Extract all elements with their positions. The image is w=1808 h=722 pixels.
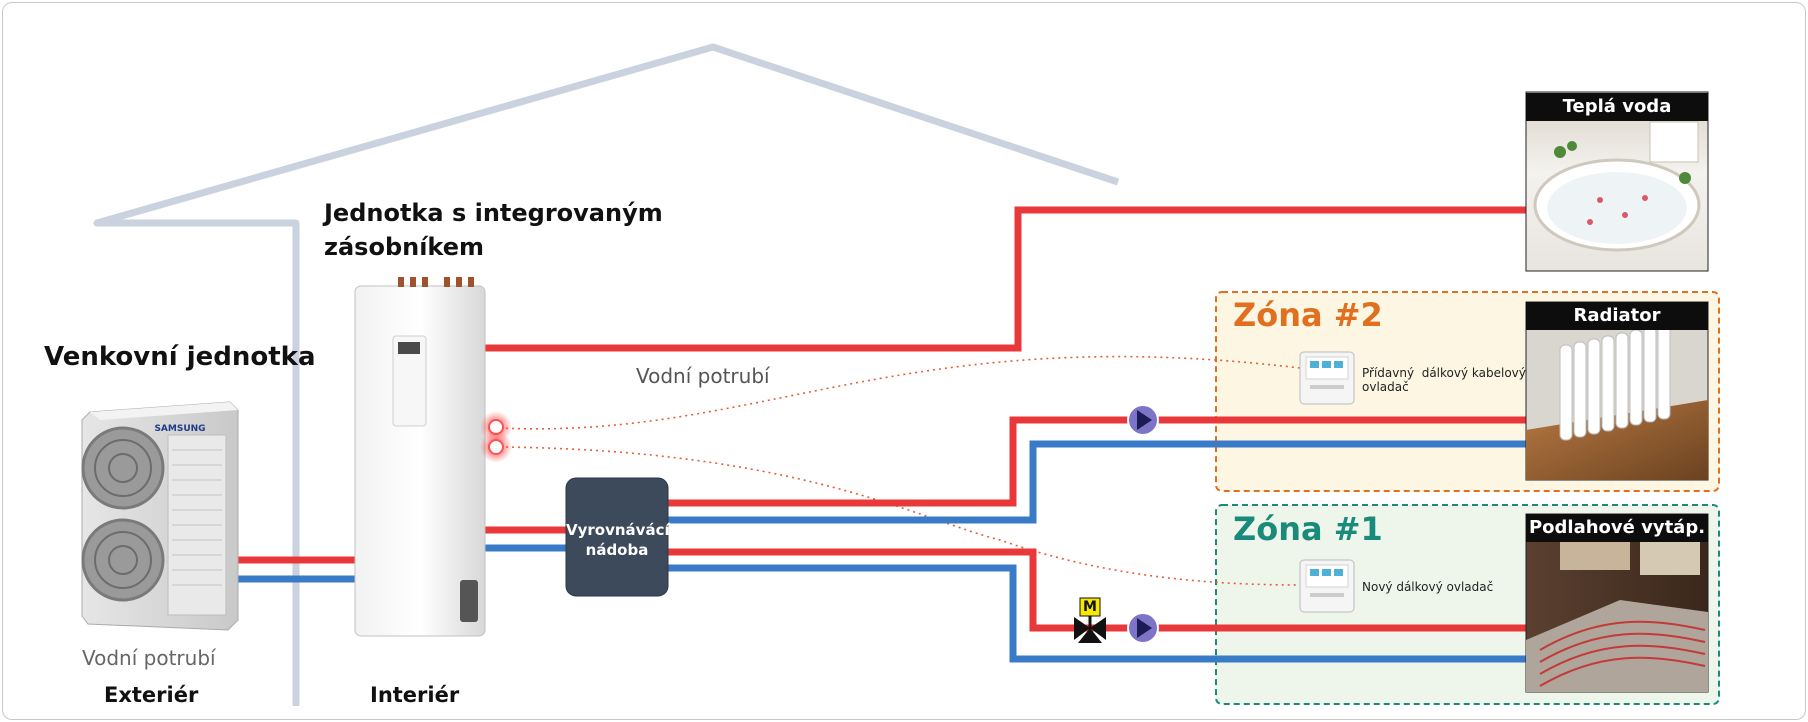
pump-zone1 bbox=[1127, 612, 1159, 644]
remote-new-label: Nový dálkový ovladač bbox=[1362, 580, 1494, 594]
zone1-pipes bbox=[665, 548, 1527, 663]
buffer-tank bbox=[565, 477, 669, 597]
water-pipe-label-bottom: Vodní potrubí bbox=[82, 646, 216, 670]
outdoor-unit-label: Venkovní jednotka bbox=[44, 342, 316, 372]
remote-controller-extra bbox=[1299, 351, 1355, 405]
floor-heating-photo bbox=[1525, 513, 1709, 693]
buffer-tank-label-line2: nádoba bbox=[585, 541, 649, 559]
pipes-to-buffer bbox=[485, 526, 570, 552]
zone2-pipes bbox=[665, 416, 1527, 524]
radiator-photo bbox=[1525, 301, 1709, 481]
floor-heating-title: Podlahové vytáp. bbox=[1526, 514, 1708, 542]
remote-controller-new bbox=[1299, 559, 1355, 613]
remote-extra-label-line2: ovladač bbox=[1362, 380, 1409, 394]
remote-extra-label-line1: Přídavný dálkový kabelový bbox=[1362, 366, 1526, 380]
hot-water-pipe bbox=[485, 206, 1527, 352]
integrated-unit-label: Jednotka s integrovaným zásobníkem bbox=[324, 196, 663, 264]
integrated-unit-label-line2: zásobníkem bbox=[324, 233, 485, 261]
buffer-tank-label-line1: Vyrovnávácí bbox=[566, 521, 670, 539]
zone2-title: Zóna #2 bbox=[1233, 296, 1383, 334]
hot-water-title: Teplá voda bbox=[1526, 93, 1708, 121]
mixing-valve bbox=[1074, 597, 1106, 643]
interior-label: Interiér bbox=[370, 683, 460, 707]
motor-valve-label: M bbox=[1083, 599, 1097, 615]
remote-extra-label: Přídavný dálkový kabelový ovladač bbox=[1362, 366, 1526, 394]
control-connectors bbox=[480, 411, 512, 463]
zone1-title: Zóna #1 bbox=[1233, 510, 1383, 548]
pump-zone2 bbox=[1127, 404, 1159, 436]
radiator-title: Radiator bbox=[1526, 302, 1708, 330]
exterior-label: Exteriér bbox=[104, 683, 199, 707]
outdoor-unit: SAMSUNG bbox=[81, 401, 239, 631]
house-outline bbox=[93, 43, 1120, 706]
brand-logo: SAMSUNG bbox=[154, 424, 205, 434]
pipes-outdoor bbox=[230, 556, 355, 583]
hot-water-photo bbox=[1525, 91, 1709, 272]
water-pipe-label-top: Vodní potrubí bbox=[636, 364, 770, 388]
integrated-unit-label-line1: Jednotka s integrovaným bbox=[324, 199, 663, 227]
buffer-tank-label: Vyrovnávácí nádoba bbox=[566, 520, 670, 560]
integrated-unit bbox=[354, 277, 486, 637]
control-wires bbox=[499, 355, 1303, 586]
